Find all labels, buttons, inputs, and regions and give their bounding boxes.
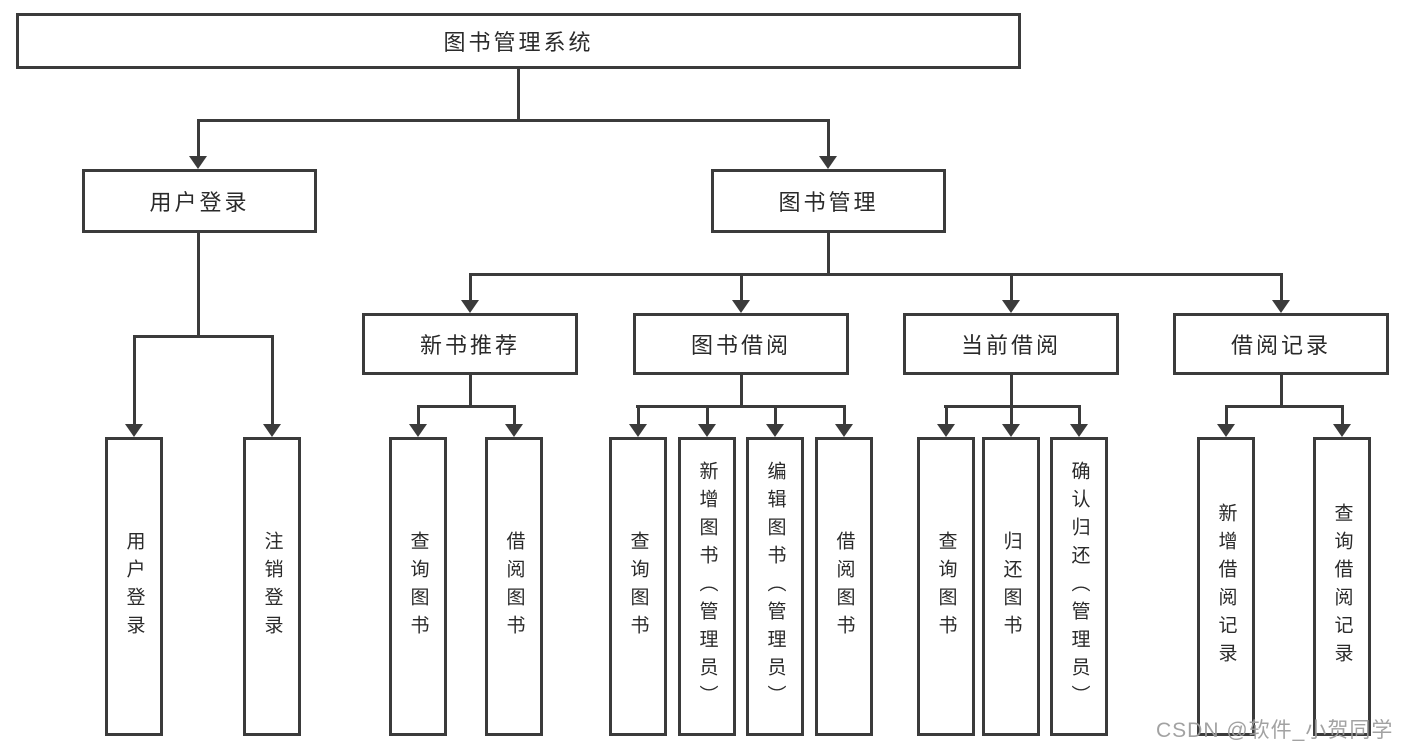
leaf-user-login: 用户登录 <box>105 437 163 736</box>
leaf-borrow-books-recommend: 借阅图书 <box>485 437 543 736</box>
arrowhead-down-icon <box>125 424 143 437</box>
leaf-label: 借阅图书 <box>833 530 855 643</box>
node-current-borrowing: 当前借阅 <box>903 313 1119 375</box>
leaf-edit-books-admin: 编辑图书（管理员） <box>746 437 804 736</box>
leaf-borrow-books-borrowing: 借阅图书 <box>815 437 873 736</box>
connector-line <box>469 375 472 405</box>
node-book-borrowing: 图书借阅 <box>633 313 849 375</box>
connector-line <box>740 273 743 300</box>
leaf-add-books-admin: 新增图书（管理员） <box>678 437 736 736</box>
arrowhead-down-icon <box>1333 424 1351 437</box>
connector-line <box>827 119 830 156</box>
node-book-management: 图书管理 <box>711 169 946 233</box>
arrowhead-down-icon <box>409 424 427 437</box>
node-label: 用户登录 <box>149 190 250 215</box>
connector-line <box>1341 405 1344 425</box>
csdn-watermark: CSDN @软件_小贺同学 <box>1156 719 1394 742</box>
connector-line <box>740 375 743 405</box>
node-new-book-recommendation: 新书推荐 <box>362 313 578 375</box>
arrowhead-down-icon <box>461 300 479 313</box>
leaf-label: 编辑图书（管理员） <box>764 460 786 713</box>
node-label: 当前借阅 <box>960 333 1061 358</box>
leaf-label: 确认归还（管理员） <box>1068 460 1090 713</box>
connector-line <box>469 273 472 300</box>
leaf-label: 新增借阅记录 <box>1215 502 1237 671</box>
connector-line <box>1280 375 1283 405</box>
node-label: 图书管理系统 <box>443 30 594 55</box>
leaf-label: 查询图书 <box>627 530 649 643</box>
arrowhead-down-icon <box>819 156 837 169</box>
leaf-label: 归还图书 <box>1000 530 1022 643</box>
connector-line <box>1225 405 1228 425</box>
arrowhead-down-icon <box>937 424 955 437</box>
connector-line <box>827 233 830 273</box>
node-borrowing-records: 借阅记录 <box>1173 313 1389 375</box>
connector-line <box>197 119 200 156</box>
arrowhead-down-icon <box>263 424 281 437</box>
connector-line <box>1225 405 1344 408</box>
arrowhead-down-icon <box>629 424 647 437</box>
arrowhead-down-icon <box>1070 424 1088 437</box>
leaf-query-books-recommend: 查询图书 <box>389 437 447 736</box>
arrowhead-down-icon <box>1217 424 1235 437</box>
leaf-return-books: 归还图书 <box>982 437 1040 736</box>
connector-line <box>1078 405 1081 425</box>
node-label: 图书借阅 <box>690 333 791 358</box>
leaf-query-books-current: 查询图书 <box>917 437 975 736</box>
connector-line <box>133 335 136 424</box>
node-label: 图书管理 <box>778 190 879 215</box>
leaf-query-books-borrowing: 查询图书 <box>609 437 667 736</box>
node-library-management-system: 图书管理系统 <box>16 13 1021 69</box>
connector-line <box>843 405 846 425</box>
arrowhead-down-icon <box>189 156 207 169</box>
connector-line <box>636 405 846 408</box>
arrowhead-down-icon <box>698 424 716 437</box>
leaf-label: 用户登录 <box>123 530 145 643</box>
connector-line <box>469 273 1283 276</box>
leaf-add-borrow-record: 新增借阅记录 <box>1197 437 1255 736</box>
connector-line <box>513 405 516 425</box>
arrowhead-down-icon <box>1002 424 1020 437</box>
arrowhead-down-icon <box>766 424 784 437</box>
leaf-confirm-return-admin: 确认归还（管理员） <box>1050 437 1108 736</box>
leaf-label: 借阅图书 <box>503 530 525 643</box>
arrowhead-down-icon <box>1272 300 1290 313</box>
connector-line <box>637 405 640 425</box>
leaf-label: 查询图书 <box>407 530 429 643</box>
connector-line <box>417 405 420 425</box>
connector-line <box>774 405 777 425</box>
connector-line <box>706 405 709 425</box>
connector-line <box>133 335 274 338</box>
connector-line <box>271 335 274 424</box>
leaf-label: 新增图书（管理员） <box>696 460 718 713</box>
connector-line <box>1010 405 1013 425</box>
node-user-login: 用户登录 <box>82 169 317 233</box>
connector-line <box>1280 273 1283 300</box>
arrowhead-down-icon <box>1002 300 1020 313</box>
connector-line <box>1010 273 1013 300</box>
connector-line <box>1010 375 1013 405</box>
leaf-label: 查询借阅记录 <box>1331 502 1353 671</box>
connector-line <box>945 405 948 425</box>
leaf-label: 查询图书 <box>935 530 957 643</box>
connector-line <box>197 119 830 122</box>
node-label: 借阅记录 <box>1230 333 1331 358</box>
connector-line <box>417 405 516 408</box>
arrowhead-down-icon <box>732 300 750 313</box>
leaf-logout: 注销登录 <box>243 437 301 736</box>
connector-line <box>197 233 200 335</box>
connector-line <box>517 69 520 119</box>
leaf-query-borrow-record: 查询借阅记录 <box>1313 437 1371 736</box>
arrowhead-down-icon <box>505 424 523 437</box>
leaf-label: 注销登录 <box>261 530 283 643</box>
arrowhead-down-icon <box>835 424 853 437</box>
node-label: 新书推荐 <box>419 333 520 358</box>
